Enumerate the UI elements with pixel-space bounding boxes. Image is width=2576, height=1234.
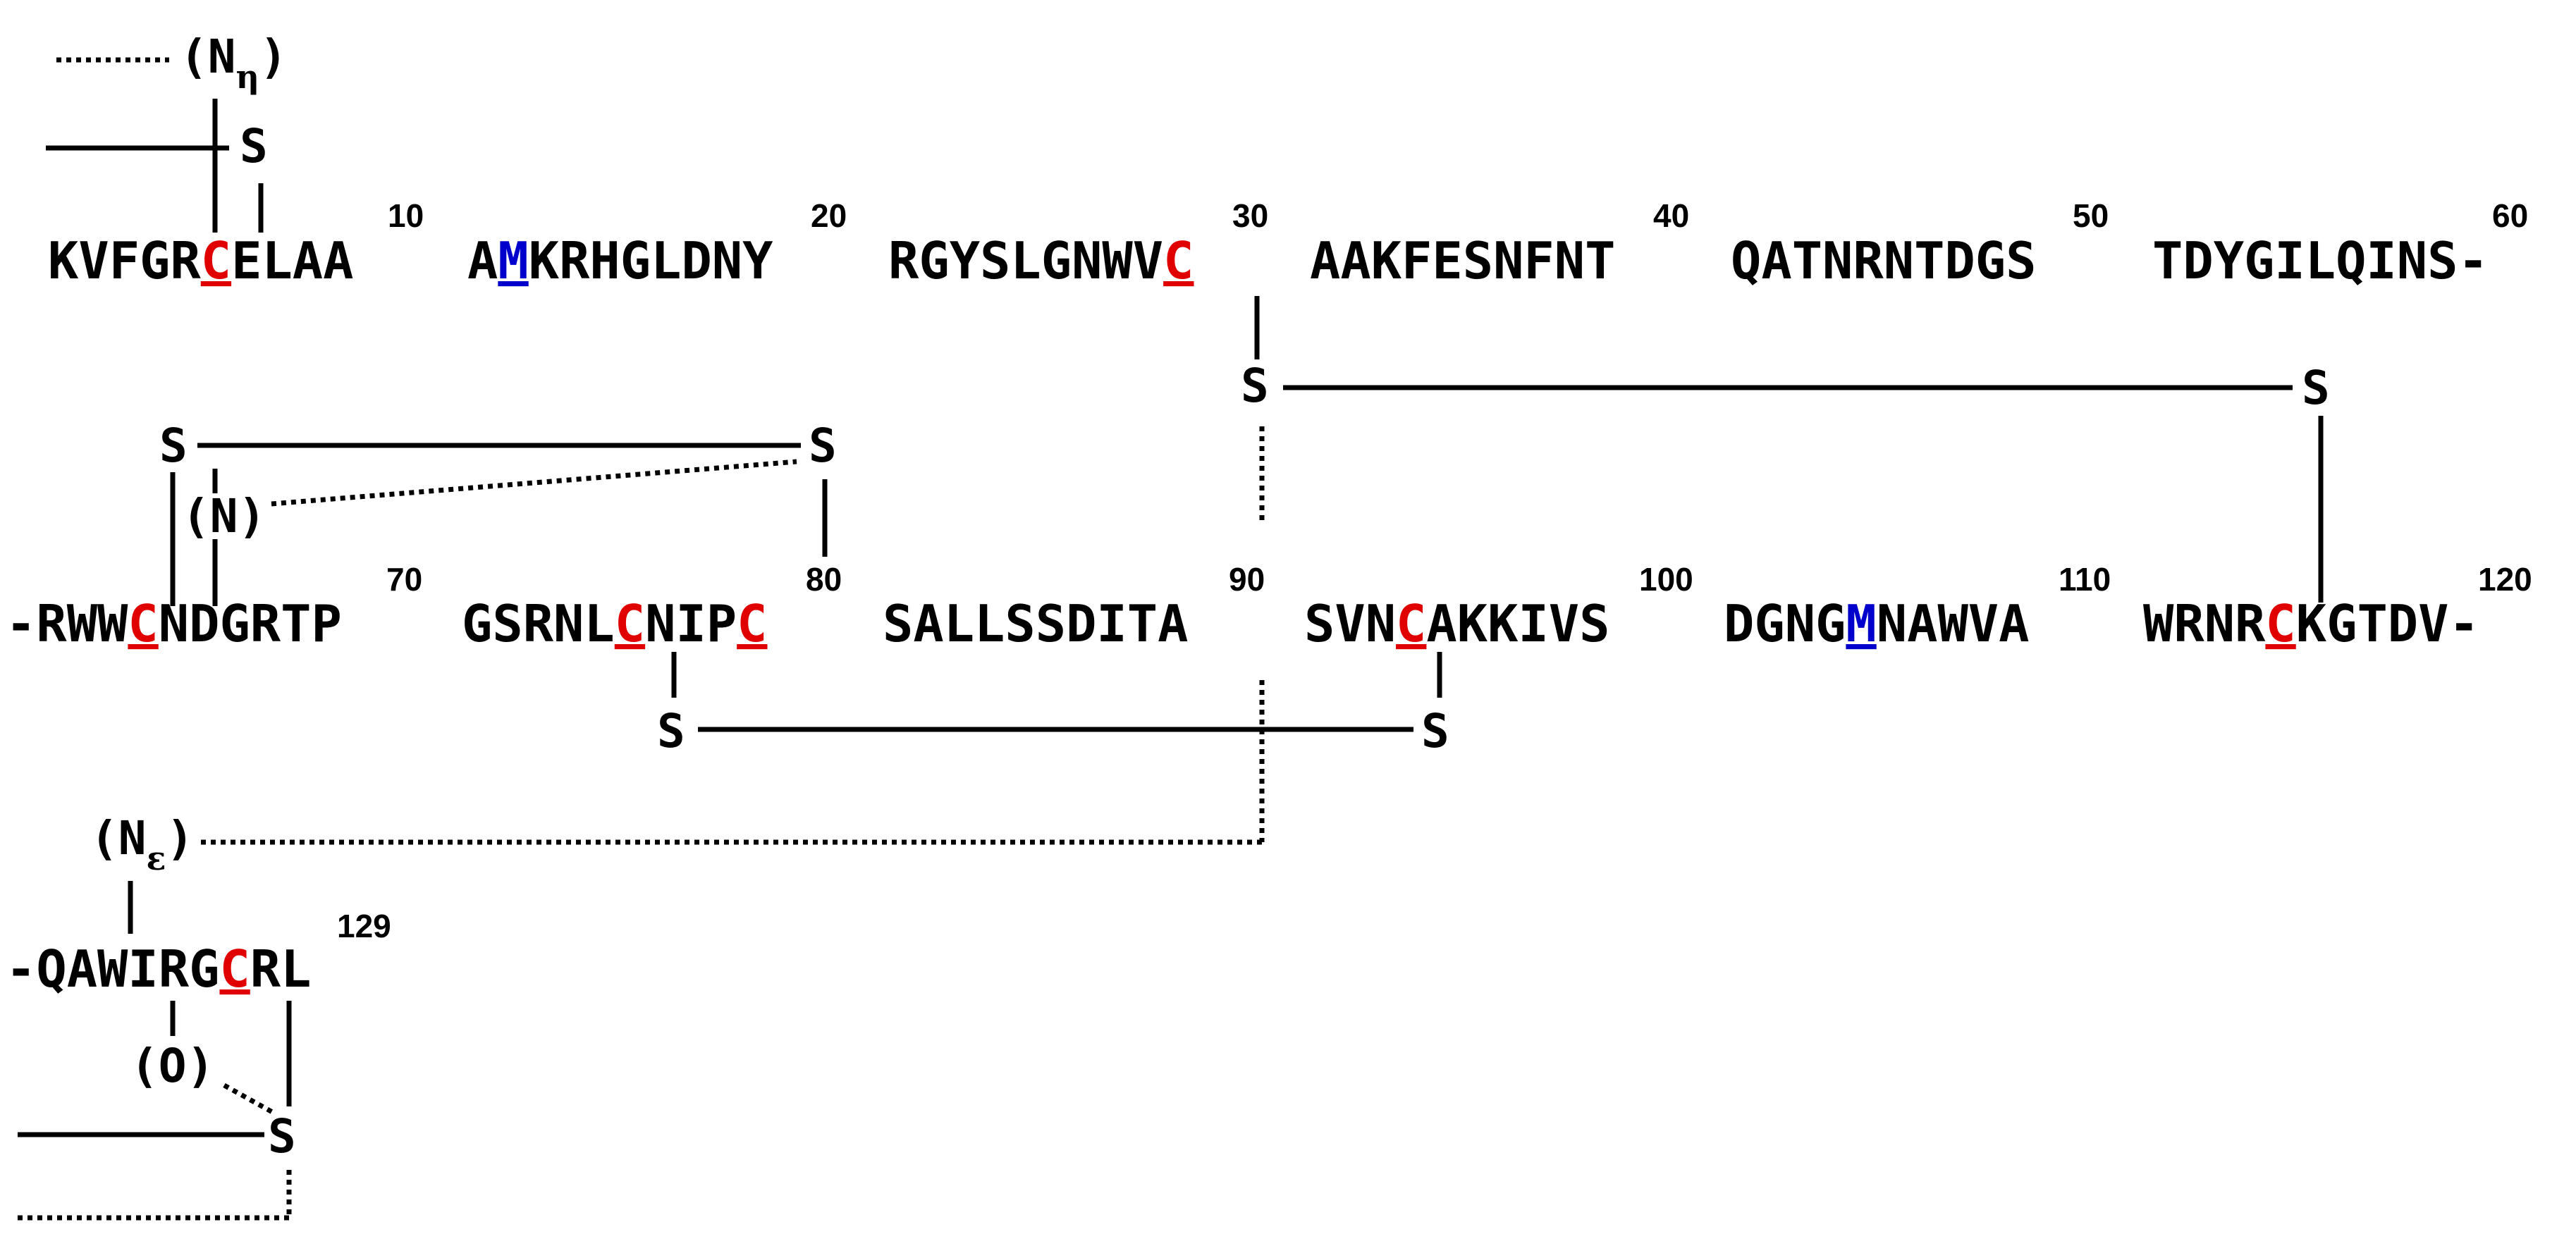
residue-number-100: 100 [1639,561,1693,598]
residue-number-90: 90 [1229,561,1265,598]
oxygen-label: (O) [130,1039,214,1093]
residue-number-70: 70 [386,561,422,598]
segment-111-120: WRNRCKGTDV- [2143,594,2479,653]
crosslink-cys127: (O) S [18,1001,296,1221]
n-eta-label: (Nη) [180,30,288,96]
crosslink-cys6: (Nη) S [46,30,288,233]
segment-61-70: -RWWCNDGRTP [6,594,342,653]
sulfur-cys127: S [268,1109,296,1164]
residue-number-20: 20 [811,197,847,234]
sulfur-cys6: S [240,119,268,173]
cys-64: C [128,594,158,653]
cys-80: C [737,594,767,653]
segment-31-40: AAKFESNFNT [1310,231,1615,290]
disulfide-76-94: S S [657,652,1449,758]
residue-number-10: 10 [388,197,424,234]
residue-number-40: 40 [1653,197,1689,234]
residue-number-129: 129 [337,908,391,944]
crosslink-n-epsilon: (Nε) [90,680,1265,934]
sequence-row-3: -QAWIRGCRL 129 [6,908,391,999]
dotted-link-n-cys80 [271,459,797,507]
residue-number-80: 80 [806,561,842,598]
residue-number-30: 30 [1232,197,1268,234]
segment-71-80: GSRNLCNIPC [462,594,768,653]
met-105: M [1846,594,1876,653]
segment-101-110: DGNGMNAWVA [1724,594,2030,653]
sulfur-cys76: S [657,704,685,758]
residue-number-50: 50 [2073,197,2109,234]
segment-91-100: SVNCAKKIVS [1304,594,1610,653]
segment-21-30: RGYSLGNWVC [888,231,1194,290]
segment-51-60: TDYGILQINS- [2152,231,2489,290]
segment-41-50: QATNRNTDGS [1731,231,2036,290]
cys-6: C [201,231,231,290]
sulfur-cys94: S [1421,704,1449,758]
segment-121-129: -QAWIRGCRL [6,939,312,999]
residue-number-60: 60 [2492,197,2528,234]
sulfur-cys30: S [1241,359,1269,413]
disulfide-30-115: S S [1241,296,2330,603]
cys-115: C [2265,594,2295,653]
n-label-main: (N) [182,489,266,543]
residue-number-120: 120 [2478,561,2532,598]
sulfur-cys80: S [809,419,837,473]
met-12: M [498,231,528,290]
segment-1-10: KVFGRCELAA [48,231,354,290]
sulfur-cys64: S [159,419,188,473]
cys-127: C [219,939,250,999]
segment-11-20: AMKRHGLDNY [467,231,773,290]
sequence-row-1: KVFGRCELAA AMKRHGLDNY RGYSLGNWVC AAKFESN… [48,197,2528,290]
sequence-row-2: -RWWCNDGRTP GSRNLCNIPC SALLSSDITA SVNCAK… [6,561,2532,653]
residue-number-110: 110 [2059,561,2111,598]
cys-76: C [615,594,645,653]
sulfur-cys115: S [2302,361,2330,415]
disulfide-64-80: S S (N) [159,419,837,606]
cys-94: C [1396,594,1426,653]
segment-81-90: SALLSSDITA [883,594,1188,653]
cys-30: C [1163,231,1194,290]
n-epsilon-label: (Nε) [90,811,194,877]
